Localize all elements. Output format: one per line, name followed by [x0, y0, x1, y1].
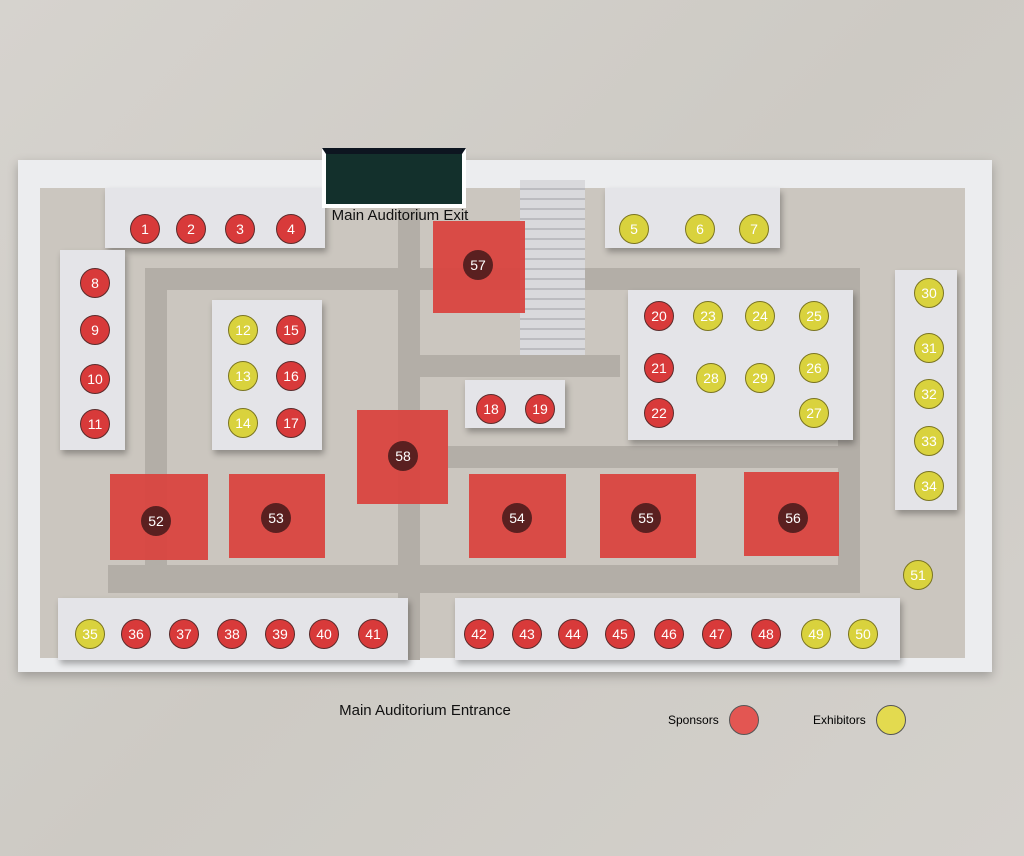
stand-marker-58[interactable]: 58 [388, 441, 418, 471]
legend-exhibitors-label: Exhibitors [813, 713, 866, 727]
booth-marker-19[interactable]: 19 [525, 394, 555, 424]
booth-marker-25[interactable]: 25 [799, 301, 829, 331]
booth-marker-42[interactable]: 42 [464, 619, 494, 649]
aisle-mid [420, 355, 620, 377]
booth-marker-12[interactable]: 12 [228, 315, 258, 345]
booth-marker-44[interactable]: 44 [558, 619, 588, 649]
auditorium-entrance-label: Main Auditorium Entrance [339, 702, 511, 719]
booth-marker-38[interactable]: 38 [217, 619, 247, 649]
booth-marker-28[interactable]: 28 [696, 363, 726, 393]
booth-marker-13[interactable]: 13 [228, 361, 258, 391]
auditorium-exit-label: Main Auditorium Exit [331, 207, 469, 224]
booth-marker-10[interactable]: 10 [80, 364, 110, 394]
booth-marker-51[interactable]: 51 [903, 560, 933, 590]
booth-marker-37[interactable]: 37 [169, 619, 199, 649]
booth-marker-6[interactable]: 6 [685, 214, 715, 244]
booth-marker-26[interactable]: 26 [799, 353, 829, 383]
booth-marker-5[interactable]: 5 [619, 214, 649, 244]
booth-marker-27[interactable]: 27 [799, 398, 829, 428]
legend-exhibitors: Exhibitors [813, 705, 906, 735]
booth-marker-16[interactable]: 16 [276, 361, 306, 391]
booth-marker-23[interactable]: 23 [693, 301, 723, 331]
stand-marker-55[interactable]: 55 [631, 503, 661, 533]
booth-marker-21[interactable]: 21 [644, 353, 674, 383]
booth-marker-47[interactable]: 47 [702, 619, 732, 649]
aisle-mid-south [448, 446, 848, 468]
booth-marker-3[interactable]: 3 [225, 214, 255, 244]
booth-marker-22[interactable]: 22 [644, 398, 674, 428]
booth-marker-8[interactable]: 8 [80, 268, 110, 298]
booth-marker-40[interactable]: 40 [309, 619, 339, 649]
booth-marker-31[interactable]: 31 [914, 333, 944, 363]
booth-marker-50[interactable]: 50 [848, 619, 878, 649]
exhibitor-dot-icon [875, 705, 906, 735]
sponsor-dot-icon [728, 705, 759, 735]
booth-marker-30[interactable]: 30 [914, 278, 944, 308]
stand-marker-57[interactable]: 57 [463, 250, 493, 280]
booth-marker-48[interactable]: 48 [751, 619, 781, 649]
booth-marker-18[interactable]: 18 [476, 394, 506, 424]
booth-marker-46[interactable]: 46 [654, 619, 684, 649]
booth-marker-2[interactable]: 2 [176, 214, 206, 244]
booth-marker-45[interactable]: 45 [605, 619, 635, 649]
stand-marker-53[interactable]: 53 [261, 503, 291, 533]
booth-marker-35[interactable]: 35 [75, 619, 105, 649]
stand-marker-52[interactable]: 52 [141, 506, 171, 536]
booth-marker-7[interactable]: 7 [739, 214, 769, 244]
booth-marker-24[interactable]: 24 [745, 301, 775, 331]
booth-marker-39[interactable]: 39 [265, 619, 295, 649]
stand-marker-56[interactable]: 56 [778, 503, 808, 533]
booth-marker-33[interactable]: 33 [914, 426, 944, 456]
booth-marker-49[interactable]: 49 [801, 619, 831, 649]
booth-marker-32[interactable]: 32 [914, 379, 944, 409]
aisle-south [108, 565, 860, 593]
booth-marker-29[interactable]: 29 [745, 363, 775, 393]
legend-sponsors: Sponsors [668, 705, 759, 735]
booth-marker-34[interactable]: 34 [914, 471, 944, 501]
legend-sponsors-label: Sponsors [668, 713, 719, 727]
booth-marker-11[interactable]: 11 [80, 409, 110, 439]
booth-marker-4[interactable]: 4 [276, 214, 306, 244]
staircase [520, 180, 585, 355]
booth-marker-41[interactable]: 41 [358, 619, 388, 649]
booth-marker-20[interactable]: 20 [644, 301, 674, 331]
booth-marker-36[interactable]: 36 [121, 619, 151, 649]
booth-marker-14[interactable]: 14 [228, 408, 258, 438]
auditorium-exit-window [322, 148, 466, 208]
booth-marker-43[interactable]: 43 [512, 619, 542, 649]
booth-marker-9[interactable]: 9 [80, 315, 110, 345]
booth-marker-17[interactable]: 17 [276, 408, 306, 438]
stand-marker-54[interactable]: 54 [502, 503, 532, 533]
booth-marker-15[interactable]: 15 [276, 315, 306, 345]
booth-marker-1[interactable]: 1 [130, 214, 160, 244]
